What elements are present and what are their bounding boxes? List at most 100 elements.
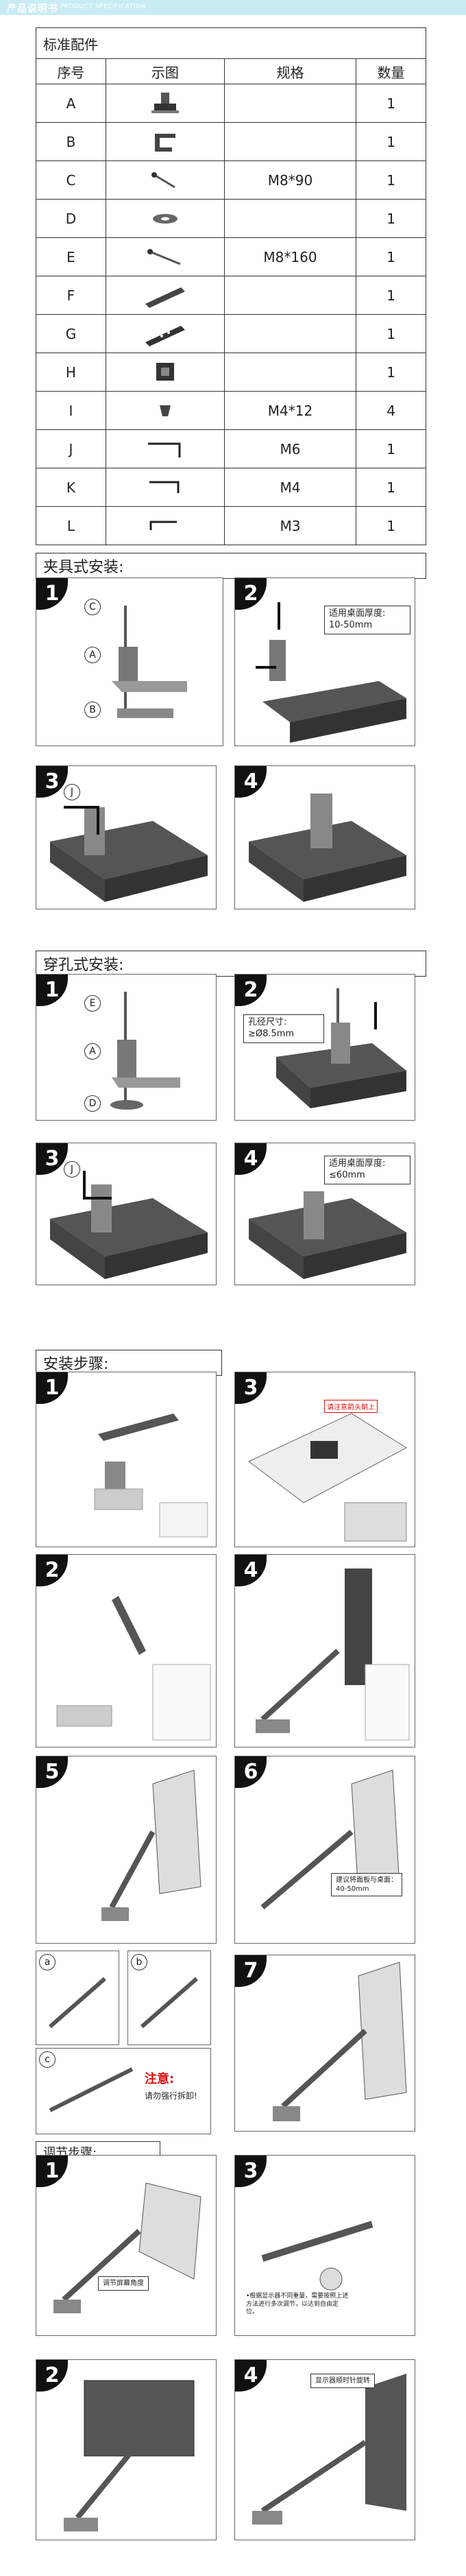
label-sub-a: a (39, 1954, 56, 1970)
tension-note: •根据显示器不同重量，需要按照上述方法进行多次调节，以达到自由定位。 (246, 2293, 349, 2316)
label-d: D (84, 1095, 101, 1112)
install-step-5: 5 (36, 1756, 217, 1944)
part-image (105, 237, 225, 276)
step-number: 4 (235, 2360, 267, 2392)
row-id: E (36, 237, 106, 276)
install-step-4-illustration (256, 1569, 410, 1741)
grommet-step-4: 4 适用桌面厚度:≤60mm (234, 1143, 415, 1285)
part-image (105, 468, 225, 507)
step-number: 1 (36, 578, 68, 610)
vesa-plate-icon (156, 362, 174, 381)
install-step-1-illustration (94, 1414, 208, 1538)
row-qty: 4 (356, 391, 426, 430)
row-qty: 1 (356, 506, 426, 545)
row-spec (223, 314, 357, 353)
label-sub-c: c (39, 2051, 56, 2068)
rotate-note: 显示器顺时针旋转 (310, 2374, 375, 2388)
sub-c-illustration (49, 2067, 134, 2112)
install-step-sub-b: b (127, 1951, 211, 2045)
install-step-2-illustration (56, 1596, 211, 1741)
vesa-hint: 请注意箭头朝上 (324, 1400, 378, 1413)
row-qty: 1 (356, 314, 426, 353)
row-spec (223, 199, 357, 238)
long-bolt-icon (147, 248, 181, 265)
clamp-step-2: 2 适用桌面厚度:10-50mm (234, 577, 415, 746)
col-index: 序号 (36, 58, 106, 84)
hex-key-large-icon (147, 442, 181, 457)
row-spec (223, 122, 357, 161)
step-number: 6 (235, 1756, 267, 1788)
part-image (105, 276, 225, 315)
clamp-bracket-icon (154, 133, 175, 152)
install-step-sub-c: c 注意: 请勿强行拆卸! (36, 2048, 211, 2134)
col-qty: 数量 (356, 58, 426, 84)
row-qty: 1 (356, 353, 426, 392)
clamp-thickness-note: 适用桌面厚度:10-50mm (324, 606, 410, 634)
arm-segment-icon (145, 287, 185, 308)
attention-body: 请勿强行拆卸! (145, 2091, 197, 2101)
clamp-step-3: 3 J (36, 765, 217, 909)
install-steps-title: 安装步骤: (36, 1350, 222, 1376)
row-qty: 1 (356, 84, 426, 123)
step-number: 3 (36, 1143, 68, 1175)
grommet-step-1: 1 E A D (36, 974, 217, 1121)
install-step-sub-a: a (36, 1951, 119, 2045)
adjust-step-4-illustration (252, 2374, 406, 2525)
adjust-step-2: 2 (36, 2359, 217, 2540)
row-qty: 1 (356, 122, 426, 161)
col-spec: 规格 (223, 58, 357, 84)
part-image (105, 391, 225, 430)
row-id: F (36, 276, 106, 315)
washer-icon (152, 213, 177, 224)
row-qty: 1 (356, 429, 426, 468)
clamp-step-4: 4 (234, 765, 415, 909)
sub-b-illustration (140, 1977, 198, 2029)
clamp-base-icon (151, 92, 179, 113)
install-step-6: 6 建议将面板与桌面：40-50mm (234, 1756, 415, 1944)
row-spec: M8*160 (223, 237, 357, 276)
angle-note: 调节屏幕角度 (98, 2276, 149, 2291)
label-j: J (64, 1161, 80, 1178)
header-bar: 产品说明书 PRODUCT SPECIFICATION (0, 0, 466, 15)
grommet-step-3-illustration (50, 1171, 208, 1279)
hole-size-note: 孔径尺寸:≥Ø8.5mm (243, 1014, 324, 1043)
part-image (105, 353, 225, 392)
step-number: 2 (36, 1555, 68, 1586)
install-step-6-illustration (260, 1769, 400, 1910)
label-a: A (84, 1043, 101, 1060)
label-sub-b: b (131, 1954, 147, 1970)
bolt-icon (151, 171, 175, 188)
hex-key-medium-icon (149, 481, 180, 493)
row-spec (223, 84, 357, 123)
row-qty: 1 (356, 468, 426, 507)
adjust-step-3: 3 •根据显示器不同重量，需要按照上述方法进行多次调节，以达到自由定位。 (234, 2155, 415, 2336)
note-label: 适用桌面厚度: (329, 608, 386, 619)
label-e: E (84, 995, 101, 1012)
label-j: J (64, 784, 80, 800)
row-qty: 1 (356, 199, 426, 238)
step-number: 4 (235, 766, 267, 798)
row-id: L (36, 506, 106, 545)
note-value: ≥Ø8.5mm (248, 1028, 295, 1039)
gas-arm-icon (145, 325, 185, 346)
note-value: 10-50mm (329, 619, 373, 630)
header-subtitle: PRODUCT SPECIFICATION (60, 3, 146, 10)
clamp-step-2-illustration (256, 602, 406, 743)
grommet-step-2: 2 孔径尺寸:≥Ø8.5mm (234, 974, 415, 1121)
row-qty: 1 (356, 276, 426, 315)
note-value: ≤60mm (329, 1169, 365, 1180)
install-step-7-illustration (273, 1961, 407, 2121)
part-image (105, 506, 225, 545)
grommet-step-4-illustration (249, 1191, 406, 1279)
parts-caption: 标准配件 (36, 27, 426, 59)
row-id: H (36, 353, 106, 392)
install-step-4: 4 (234, 1554, 415, 1748)
